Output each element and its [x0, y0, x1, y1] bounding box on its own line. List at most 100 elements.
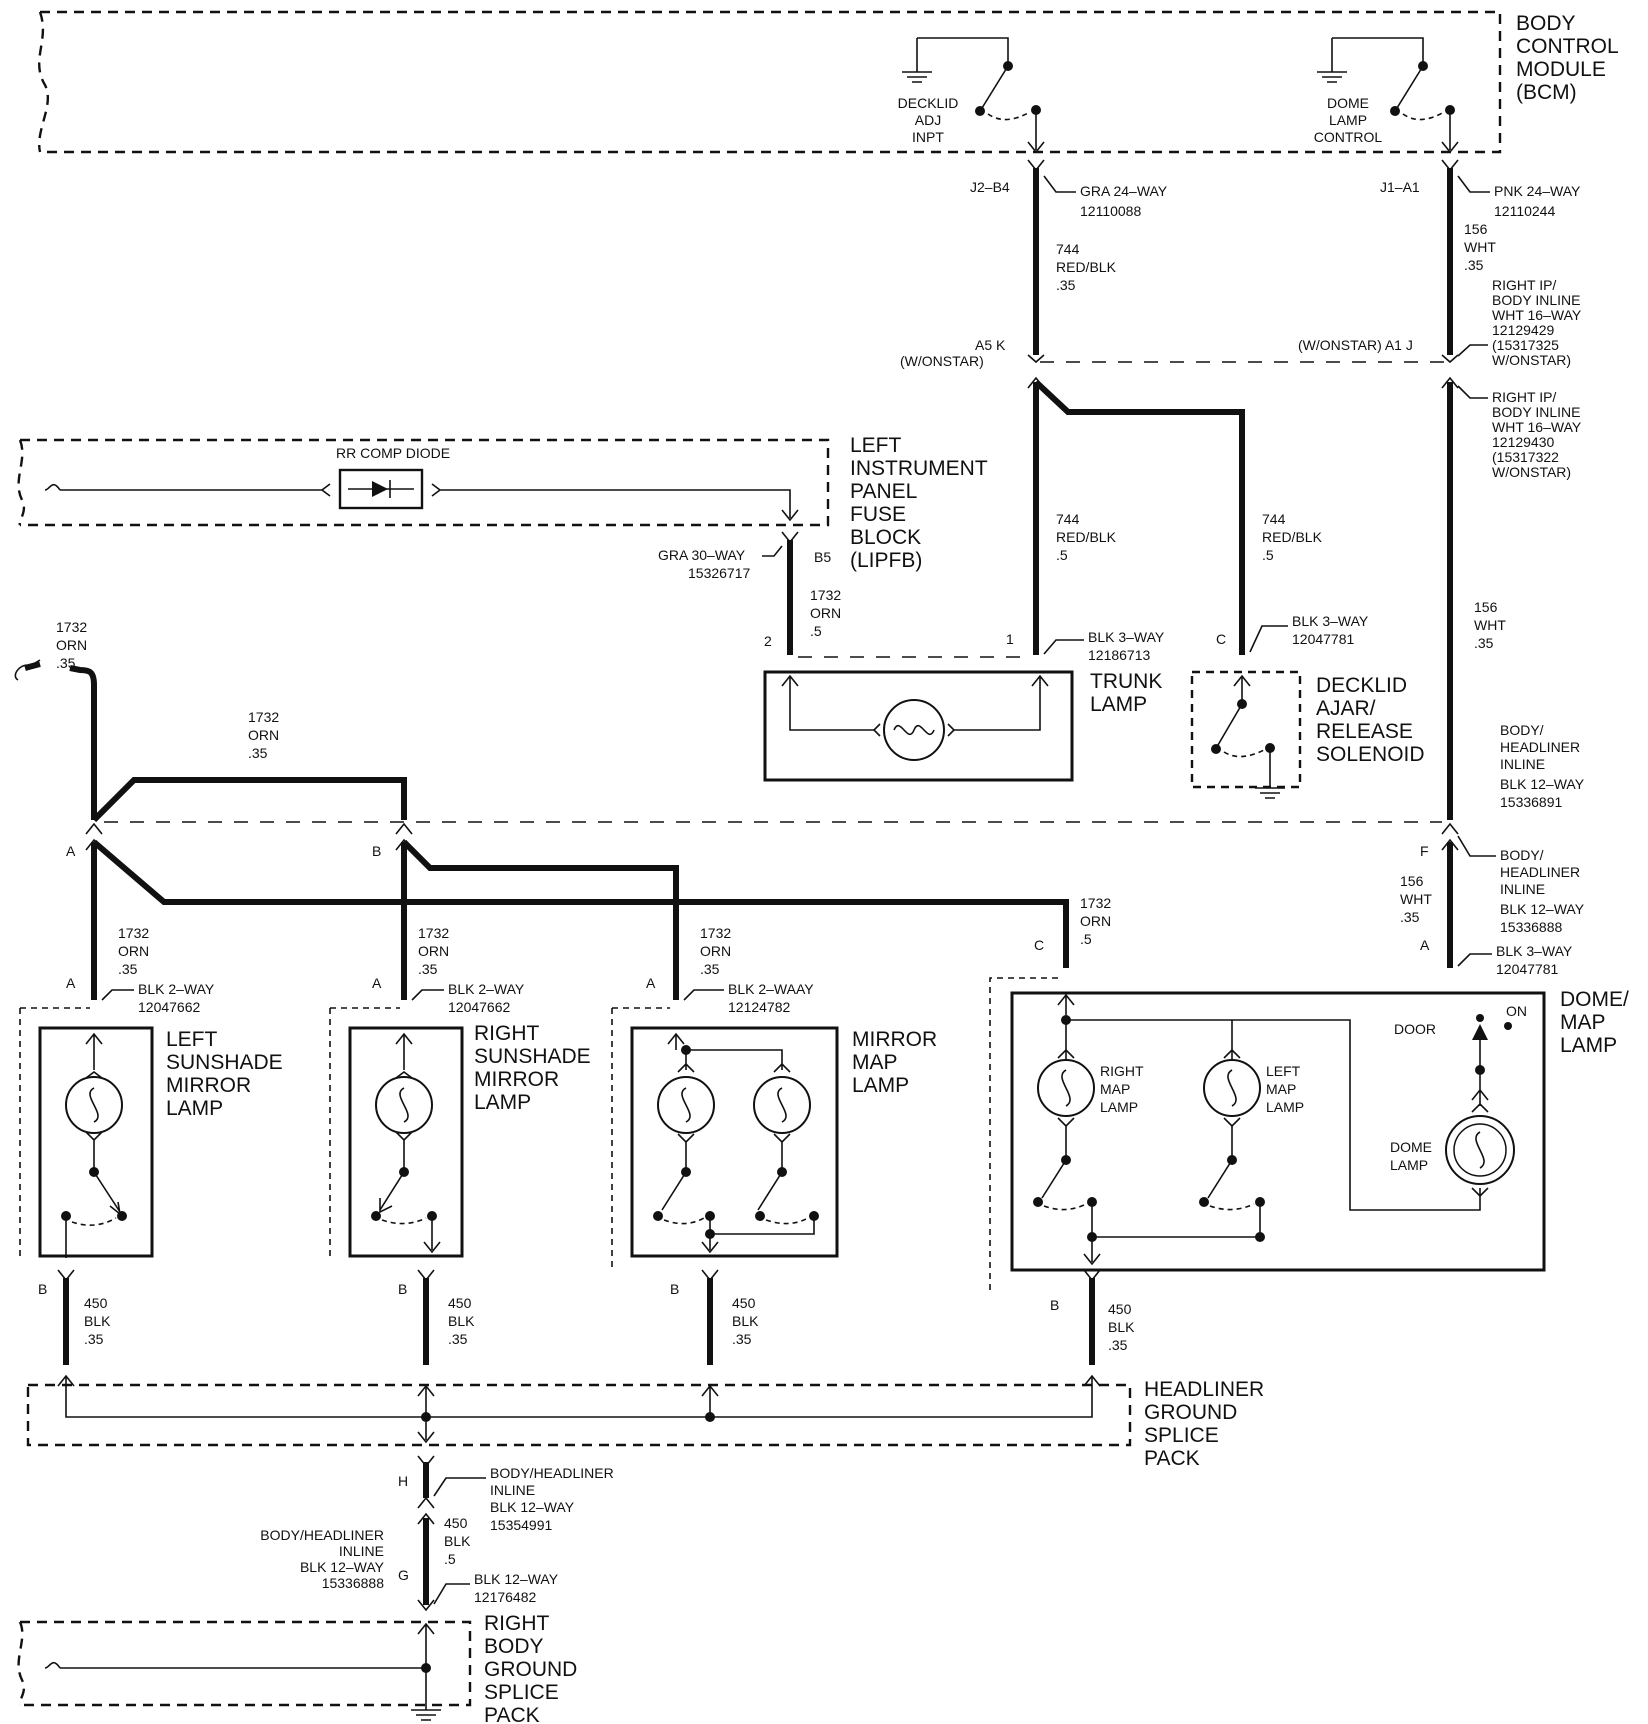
w450-5-1: 450 — [444, 1515, 468, 1531]
mm-label-1: MIRROR — [852, 1028, 937, 1051]
bcm-j1-conn-1: PNK 24–WAY — [1494, 183, 1581, 199]
rml-2: MAP — [1100, 1081, 1130, 1097]
w1732-dome-1: 1732 — [1080, 895, 1111, 911]
rbg-label-2: BODY — [484, 1635, 544, 1658]
pin-a-1: A — [66, 843, 76, 859]
decklid-input-switch — [902, 37, 1045, 154]
w1732-mid-1: 1732 — [248, 709, 279, 725]
w450-5-3: .5 — [444, 1551, 456, 1567]
rr-comp-diode-label: RR COMP DIODE — [336, 445, 450, 461]
w1732-r-2: ORN — [418, 943, 449, 959]
decklid-solenoid-1: DECKLID — [1316, 674, 1407, 697]
lipfb-module — [17, 438, 830, 527]
rs-label-4: LAMP — [474, 1091, 531, 1114]
rml-3: LAMP — [1100, 1099, 1138, 1115]
pin-f: F — [1420, 843, 1429, 859]
wire-744-trunk — [1027, 376, 1045, 655]
w156-mid-3: .35 — [1474, 635, 1494, 651]
rip-inline-1-6: W/ONSTAR) — [1492, 352, 1571, 368]
wire-1732-lower — [85, 822, 1069, 1000]
pin-j1-a1: J1–A1 — [1380, 179, 1420, 195]
rs-label-1: RIGHT — [474, 1022, 540, 1045]
hgs-label-4: PACK — [1144, 1447, 1200, 1470]
w450-3-2: BLK — [732, 1313, 759, 1329]
bh-inline-1-5: 15336891 — [1500, 794, 1563, 810]
decklid-input-2: ADJ — [915, 112, 941, 128]
bh-low-1-4: 15354991 — [490, 1517, 553, 1533]
bh-inline-2-1: BODY/ — [1500, 847, 1544, 863]
wire-1732-lipfb — [781, 531, 799, 655]
lipfb-conn-1: GRA 30–WAY — [658, 547, 746, 563]
hgs-label-1: HEADLINER — [1144, 1378, 1264, 1401]
dome-control-switch — [1317, 37, 1459, 154]
right-body-ground-splice — [17, 1620, 472, 1721]
rip-inline-2-2: BODY INLINE — [1492, 404, 1580, 420]
pin-c-dome: C — [1034, 937, 1044, 953]
wire-450-lower — [417, 1455, 435, 1612]
headliner-ground-splice — [26, 1374, 1132, 1447]
w744-decklid-3: .5 — [1262, 547, 1274, 563]
bcm-label-1: BODY — [1516, 12, 1576, 35]
decklid-conn-1: BLK 3–WAY — [1292, 613, 1369, 629]
rbg-label-4: SPLICE — [484, 1681, 559, 1704]
lipfb-label-1: LEFT — [850, 434, 902, 457]
lipfb-label-5: BLOCK — [850, 526, 921, 549]
pin-j2-b4: J2–B4 — [970, 179, 1010, 195]
w1732-m-1: 1732 — [700, 925, 731, 941]
w1732-r-1: 1732 — [418, 925, 449, 941]
pin-b-mm: B — [670, 1281, 679, 1297]
w744-decklid-1: 744 — [1262, 511, 1286, 527]
ls-label-3: MIRROR — [166, 1074, 251, 1097]
rip-inline-2-4: 12129430 — [1492, 434, 1555, 450]
wire-156-dome — [1441, 822, 1459, 968]
w744-035-3: .35 — [1056, 277, 1076, 293]
decklid-input-3: INPT — [912, 129, 944, 145]
ls-label-1: LEFT — [166, 1028, 218, 1051]
bcm-label-3: MODULE — [1516, 58, 1606, 81]
rbg-label-1: RIGHT — [484, 1612, 550, 1635]
lml-2: MAP — [1266, 1081, 1296, 1097]
w156-mid-1: 156 — [1474, 599, 1498, 615]
bh-inline-2-2: HEADLINER — [1500, 864, 1580, 880]
w156-low-3: .35 — [1400, 909, 1420, 925]
rbg-label-3: GROUND — [484, 1658, 577, 1681]
mirror-map-lamp — [611, 1007, 839, 1272]
trunk-conn-1: BLK 3–WAY — [1088, 629, 1165, 645]
trunk-conn-2: 12186713 — [1088, 647, 1151, 663]
w1732-m-3: .35 — [700, 961, 720, 977]
pin-b5: B5 — [814, 549, 831, 565]
pin-b-1: B — [372, 843, 381, 859]
w156-upper-1: 156 — [1464, 221, 1488, 237]
pin-a-dome: A — [1420, 937, 1430, 953]
mm-conn-2: 12124782 — [728, 999, 791, 1015]
dome-conn-2: 12047781 — [1496, 961, 1559, 977]
rs-label-3: MIRROR — [474, 1068, 559, 1091]
dome-control-2: LAMP — [1329, 112, 1367, 128]
lipfb-conn-2: 15326717 — [688, 565, 751, 581]
w1732-mid-3: .35 — [248, 745, 268, 761]
w450-1-3: .35 — [84, 1331, 104, 1347]
w1732-m-2: ORN — [700, 943, 731, 959]
bh-low-2-3: BLK 12–WAY — [300, 1559, 385, 1575]
w450-4-1: 450 — [1108, 1301, 1132, 1317]
w1732-dome-3: .5 — [1080, 931, 1092, 947]
w156-low-2: WHT — [1400, 891, 1432, 907]
door-label: DOOR — [1394, 1021, 1436, 1037]
rs-conn-1: BLK 2–WAY — [448, 981, 525, 997]
dl-1: DOME — [1390, 1139, 1432, 1155]
w450-4-2: BLK — [1108, 1319, 1135, 1335]
pin-b-ls: B — [38, 1281, 47, 1297]
lipfb-label-4: FUSE — [850, 503, 906, 526]
w744-trunk-1: 744 — [1056, 511, 1080, 527]
w450-3-1: 450 — [732, 1295, 756, 1311]
w744-035-1: 744 — [1056, 241, 1080, 257]
w1732-r-3: .35 — [418, 961, 438, 977]
w744-trunk-2: RED/BLK — [1056, 529, 1117, 545]
w1732-lipfb-2: ORN — [810, 605, 841, 621]
bcm-label-4: (BCM) — [1516, 81, 1577, 104]
ls-conn-2: 12047662 — [138, 999, 201, 1015]
lml-1: LEFT — [1266, 1063, 1301, 1079]
wire-156-upper — [1441, 159, 1459, 364]
bcm-module — [37, 10, 1502, 154]
ls-label-4: LAMP — [166, 1097, 223, 1120]
